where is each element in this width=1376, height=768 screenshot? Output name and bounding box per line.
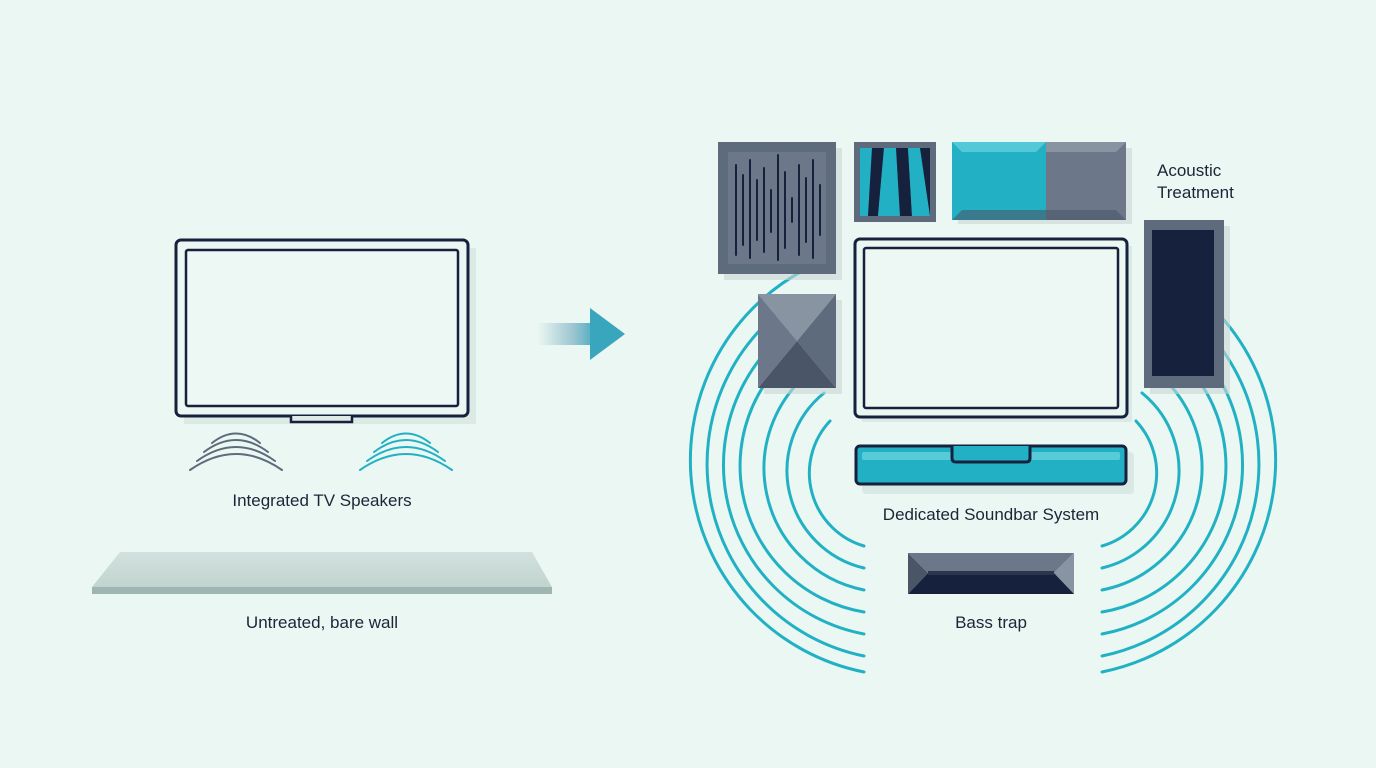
soundbar-label: Dedicated Soundbar System [882, 505, 1100, 524]
bass-trap-label: Bass trap [955, 613, 1027, 632]
basic-tv-screen [184, 248, 460, 408]
acoustic-treatment-label-line2: Treatment [1157, 183, 1234, 202]
acoustic-treatment-label-line1: Acoustic [1157, 161, 1222, 180]
treated-tv-screen [862, 246, 1120, 410]
integrated-speakers-label: Integrated TV Speakers [232, 491, 412, 510]
acoustic-panel-bar [952, 142, 1132, 224]
soundbar [854, 444, 1134, 494]
acoustic-panel-zigzag [854, 142, 936, 222]
acoustic-panel-lines [718, 142, 842, 280]
bass-trap-panel [908, 553, 1074, 594]
basic-tv-stand [289, 416, 354, 424]
bare-wall-label: Untreated, bare wall [245, 613, 399, 632]
transition-arrow [538, 308, 625, 360]
speaker-waves-right [359, 432, 453, 471]
treated-tv [853, 237, 1132, 422]
basic-tv [174, 238, 476, 424]
acoustic-panel-pyramid [758, 294, 842, 394]
acoustic-panel-tall [1144, 220, 1230, 394]
speaker-waves-left [189, 432, 283, 471]
bare-wall [92, 552, 552, 594]
